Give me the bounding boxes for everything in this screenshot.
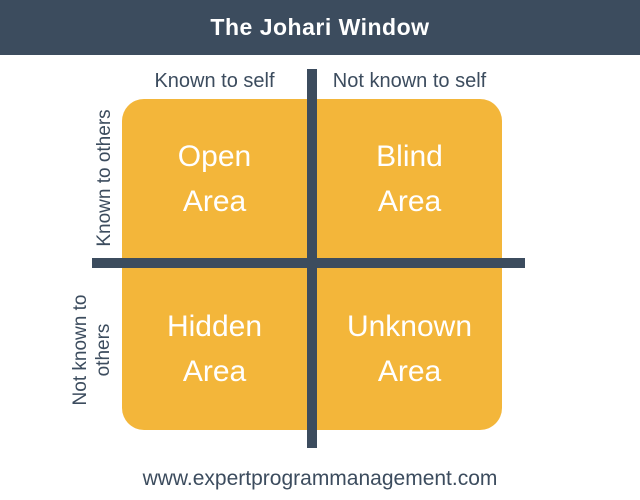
quadrant-hidden-line1: Hidden — [166, 310, 263, 343]
quadrant-blind-line1: Blind — [376, 139, 443, 173]
quadrant-blind-area: Blind Area — [317, 99, 502, 258]
quadrant-unknown-line1: Unknown — [346, 310, 473, 343]
quadrant-hidden-line2: Area — [182, 355, 247, 388]
row-label-not-known-to-others: Not known to others — [69, 275, 115, 425]
quadrant-unknown-area: Unknown Area — [317, 268, 502, 430]
row-label-not-known-line1: Not known to — [70, 294, 91, 406]
row-label-not-known-line2: others — [93, 323, 114, 377]
page-title: The Johari Window — [210, 14, 430, 40]
row-label-known-to-others: Known to others — [94, 109, 115, 247]
quadrant-open-area: Open Area — [122, 99, 307, 258]
quadrant-open-line2: Area — [182, 184, 247, 218]
website-url: www.expertprogrammanagement.com — [142, 467, 498, 490]
column-label-not-known-to-self: Not known to self — [332, 70, 487, 92]
quadrant-open-line1: Open — [177, 139, 252, 173]
title-bar: The Johari Window — [0, 0, 640, 55]
quadrant-unknown-line2: Area — [377, 355, 442, 388]
horizontal-divider — [92, 258, 525, 268]
quadrant-hidden-area: Hidden Area — [122, 268, 307, 430]
quadrant-blind-line2: Area — [377, 184, 442, 218]
column-label-known-to-self: Known to self — [154, 70, 275, 92]
